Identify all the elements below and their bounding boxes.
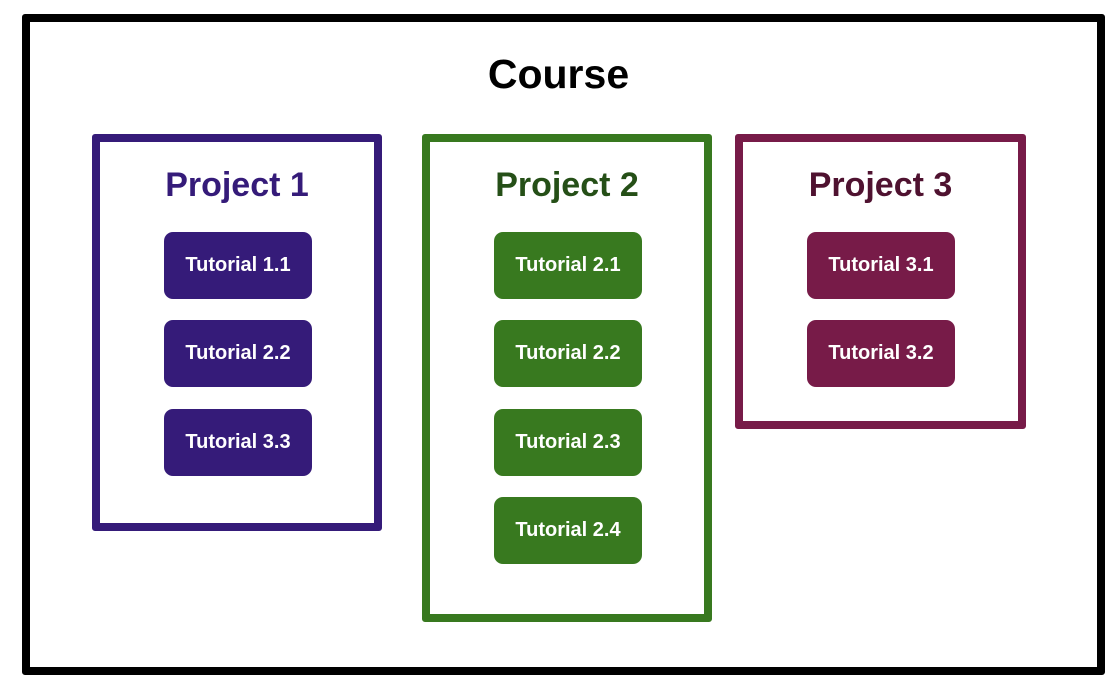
- tutorial-2-3-button[interactable]: Tutorial 2.3: [494, 409, 642, 476]
- project-2-container: Project 2 Tutorial 2.1 Tutorial 2.2 Tuto…: [422, 134, 712, 622]
- tutorial-2-2-button[interactable]: Tutorial 2.2: [164, 320, 312, 387]
- tutorial-3-2-button[interactable]: Tutorial 3.2: [807, 320, 955, 387]
- course-title: Course: [487, 51, 630, 97]
- project-2-title: Project 2: [495, 166, 639, 204]
- project-3-container: Project 3 Tutorial 3.1 Tutorial 3.2: [735, 134, 1026, 429]
- tutorial-1-1-button[interactable]: Tutorial 1.1: [164, 232, 312, 299]
- project-3-title: Project 3: [808, 166, 953, 204]
- tutorial-3-1-button[interactable]: Tutorial 3.1: [807, 232, 955, 299]
- project-1-container: Project 1 Tutorial 1.1 Tutorial 2.2 Tuto…: [92, 134, 382, 531]
- tutorial-3-3-button[interactable]: Tutorial 3.3: [164, 409, 312, 476]
- course-container: [22, 14, 1105, 675]
- project-1-title: Project 1: [165, 166, 309, 204]
- tutorial-2-2-button[interactable]: Tutorial 2.2: [494, 320, 642, 387]
- tutorial-2-4-button[interactable]: Tutorial 2.4: [494, 497, 642, 564]
- tutorial-2-1-button[interactable]: Tutorial 2.1: [494, 232, 642, 299]
